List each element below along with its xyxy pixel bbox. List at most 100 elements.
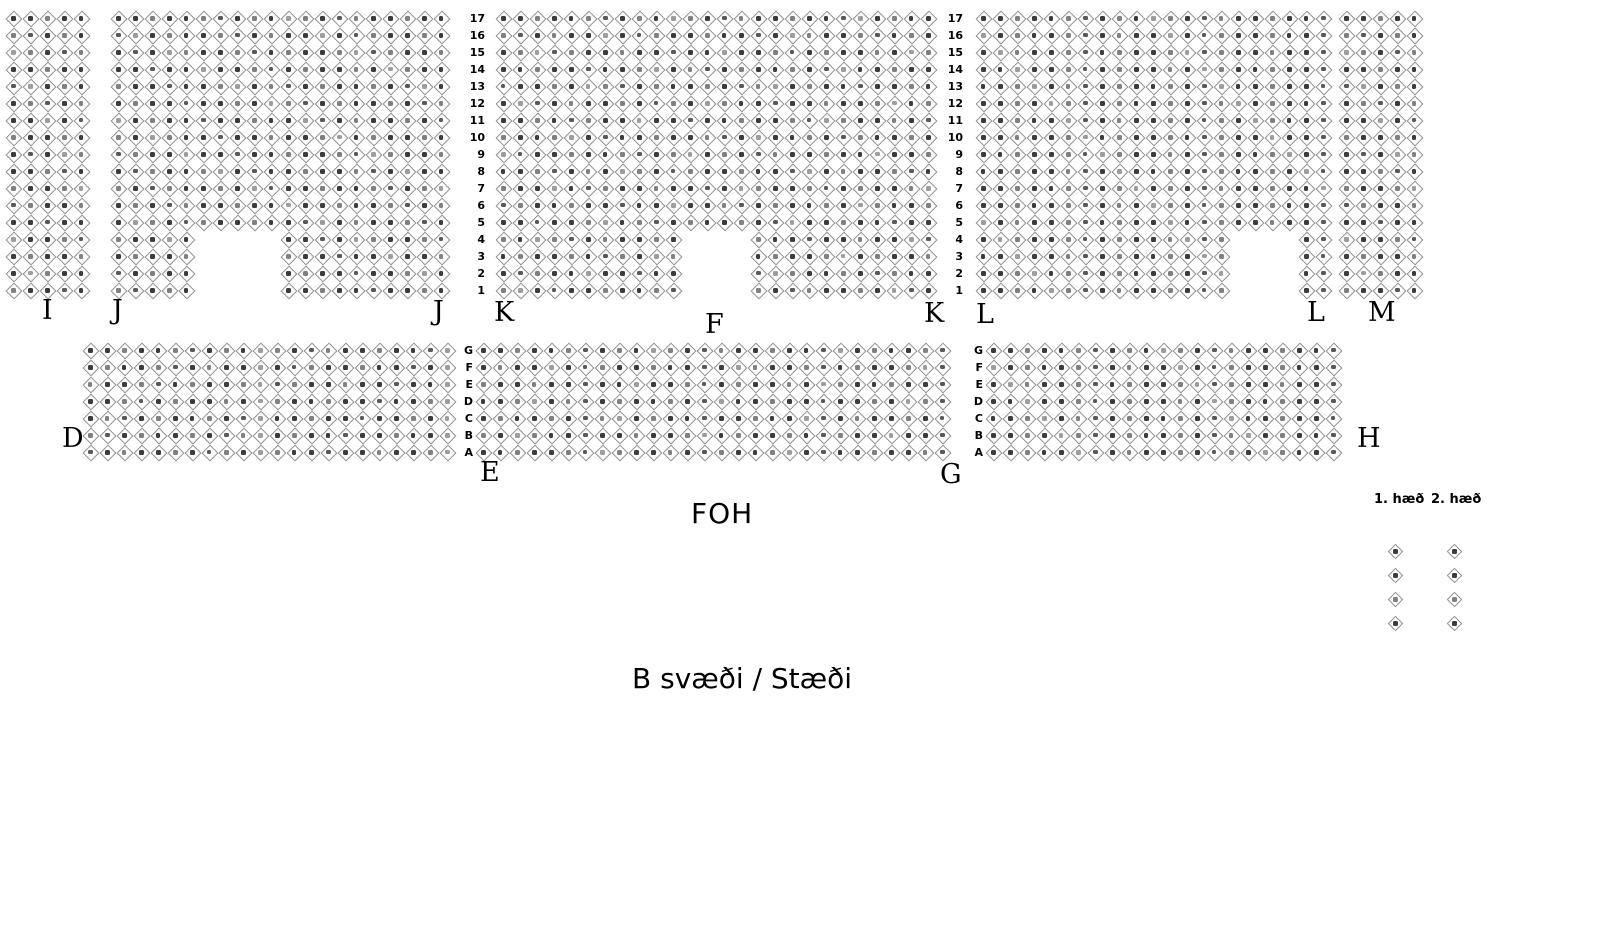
seat[interactable]: [286, 427, 303, 444]
seat[interactable]: [1298, 180, 1315, 197]
seat[interactable]: [280, 27, 297, 44]
seat[interactable]: [1053, 410, 1070, 427]
seat[interactable]: [784, 214, 801, 231]
seat[interactable]: [1172, 393, 1189, 410]
seat[interactable]: [212, 61, 229, 78]
seat[interactable]: [382, 180, 399, 197]
seat[interactable]: [178, 180, 195, 197]
seat[interactable]: [1308, 410, 1325, 427]
seat[interactable]: [331, 214, 348, 231]
seat[interactable]: [580, 265, 597, 282]
seat[interactable]: [597, 146, 614, 163]
seat[interactable]: [22, 10, 39, 27]
seat[interactable]: [56, 44, 73, 61]
seat[interactable]: [1128, 129, 1145, 146]
seat[interactable]: [229, 214, 246, 231]
seat[interactable]: [529, 214, 546, 231]
seat[interactable]: [1196, 44, 1213, 61]
seat[interactable]: [917, 427, 934, 444]
seat[interactable]: [648, 231, 665, 248]
seat[interactable]: [1355, 282, 1372, 299]
seat[interactable]: [201, 393, 218, 410]
seat[interactable]: [269, 427, 286, 444]
seat[interactable]: [82, 342, 99, 359]
seat[interactable]: [475, 359, 492, 376]
seat[interactable]: [1206, 393, 1223, 410]
seat[interactable]: [1094, 231, 1111, 248]
seat[interactable]: [1406, 146, 1423, 163]
seat[interactable]: [127, 265, 144, 282]
seat[interactable]: [869, 44, 886, 61]
seat[interactable]: [648, 180, 665, 197]
seat[interactable]: [920, 95, 937, 112]
seat[interactable]: [1179, 44, 1196, 61]
seat[interactable]: [1298, 146, 1315, 163]
seat[interactable]: [886, 197, 903, 214]
seat[interactable]: [1077, 146, 1094, 163]
seat[interactable]: [495, 214, 512, 231]
seat[interactable]: [1355, 146, 1372, 163]
seat[interactable]: [529, 197, 546, 214]
seat[interactable]: [580, 61, 597, 78]
seat[interactable]: [1406, 61, 1423, 78]
seat[interactable]: [597, 282, 614, 299]
seat[interactable]: [1128, 61, 1145, 78]
seat[interactable]: [1179, 163, 1196, 180]
seat[interactable]: [1111, 265, 1128, 282]
seat[interactable]: [1325, 444, 1342, 461]
seat[interactable]: [662, 393, 679, 410]
legend-seat[interactable]: [1387, 543, 1403, 559]
seat[interactable]: [903, 44, 920, 61]
seat[interactable]: [682, 44, 699, 61]
seat[interactable]: [1372, 146, 1389, 163]
seat[interactable]: [348, 146, 365, 163]
seat[interactable]: [733, 61, 750, 78]
seat[interactable]: [1128, 27, 1145, 44]
seat[interactable]: [580, 282, 597, 299]
seat[interactable]: [1009, 214, 1026, 231]
seat[interactable]: [1298, 231, 1315, 248]
seat[interactable]: [1196, 180, 1213, 197]
seat[interactable]: [110, 146, 127, 163]
seat[interactable]: [903, 163, 920, 180]
seat[interactable]: [1315, 129, 1332, 146]
seat[interactable]: [1128, 282, 1145, 299]
seat[interactable]: [614, 146, 631, 163]
seat[interactable]: [5, 44, 22, 61]
seat[interactable]: [886, 248, 903, 265]
seat[interactable]: [975, 248, 992, 265]
seat[interactable]: [1372, 95, 1389, 112]
seat[interactable]: [631, 129, 648, 146]
seat[interactable]: [178, 231, 195, 248]
seat[interactable]: [184, 427, 201, 444]
seat[interactable]: [1355, 214, 1372, 231]
seat[interactable]: [1026, 10, 1043, 27]
seat[interactable]: [280, 265, 297, 282]
seat[interactable]: [512, 10, 529, 27]
seat[interactable]: [133, 393, 150, 410]
seat[interactable]: [405, 427, 422, 444]
seat[interactable]: [818, 214, 835, 231]
seat[interactable]: [631, 282, 648, 299]
seat[interactable]: [512, 112, 529, 129]
seat[interactable]: [1145, 282, 1162, 299]
seat[interactable]: [1019, 342, 1036, 359]
seat[interactable]: [39, 282, 56, 299]
seat[interactable]: [1155, 444, 1172, 461]
seat[interactable]: [852, 180, 869, 197]
seat[interactable]: [546, 129, 563, 146]
seat[interactable]: [144, 95, 161, 112]
seat[interactable]: [1247, 214, 1264, 231]
seat[interactable]: [1043, 129, 1060, 146]
seat[interactable]: [246, 44, 263, 61]
seat[interactable]: [832, 427, 849, 444]
seat[interactable]: [798, 410, 815, 427]
seat[interactable]: [866, 410, 883, 427]
seat[interactable]: [286, 393, 303, 410]
seat[interactable]: [365, 146, 382, 163]
seat[interactable]: [1121, 393, 1138, 410]
seat[interactable]: [818, 78, 835, 95]
seat[interactable]: [716, 112, 733, 129]
seat[interactable]: [399, 78, 416, 95]
seat[interactable]: [631, 163, 648, 180]
